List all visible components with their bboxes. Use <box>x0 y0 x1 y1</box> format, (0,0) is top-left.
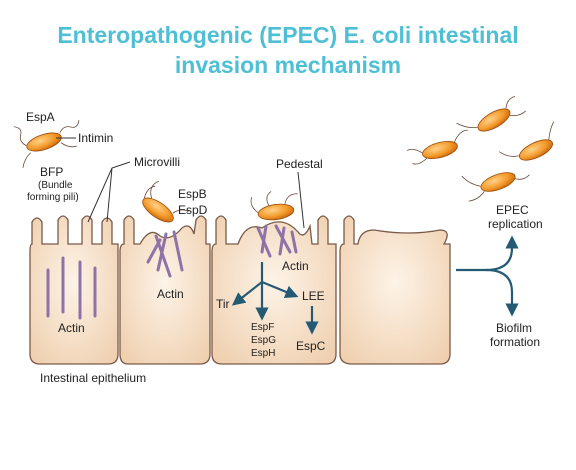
diagram-title: Enteropathogenic (EPEC) E. coli intestin… <box>0 20 576 80</box>
label-espb: EspB <box>178 187 207 201</box>
pedestal-leader <box>297 171 305 229</box>
process-arrows <box>231 235 519 335</box>
label-bfp-desc-2: forming pili) <box>27 192 79 203</box>
epec-bacterium-pedestal <box>250 191 298 221</box>
label-biofilm-1: Biofilm <box>496 321 532 335</box>
epithelial-cell-1 <box>29 215 119 365</box>
label-actin-cell-3: Actin <box>282 259 309 273</box>
arrow-to-lee <box>261 280 299 299</box>
label-biofilm-2: formation <box>490 335 540 349</box>
label-epec-replication-1: EPEC <box>496 203 529 217</box>
label-epec-replication-2: replication <box>488 217 543 231</box>
label-espd: EspD <box>178 203 208 217</box>
label-intestinal-epithelium: Intestinal epithelium <box>40 371 146 385</box>
label-intimin: Intimin <box>78 131 113 145</box>
actin-filaments-cell-1 <box>46 256 97 320</box>
label-tir: Tir <box>216 297 230 311</box>
microvilli-leader-1 <box>87 161 131 223</box>
epec-bacterium-attached-left <box>13 120 80 168</box>
epithelial-cell-2 <box>119 215 211 365</box>
arrow-to-replication <box>456 235 519 272</box>
label-bfp: BFP <box>40 165 63 179</box>
epithelial-cell-3 <box>211 215 337 365</box>
label-espf: EspF <box>251 322 274 333</box>
label-espa: EspA <box>26 110 55 124</box>
label-actin-cell-2: Actin <box>157 287 184 301</box>
leader-lines <box>56 137 305 229</box>
label-espg: EspG <box>251 335 276 346</box>
label-esph: EspH <box>251 348 275 359</box>
epec-bacterium-free-4 <box>461 172 530 202</box>
title-line-1: Enteropathogenic (EPEC) E. coli intestin… <box>57 22 519 48</box>
actin-filaments-cell-2 <box>146 230 184 278</box>
actin-filaments-cell-3 <box>256 224 298 258</box>
title-line-2: invasion mechanism <box>174 52 402 78</box>
label-espc: EspC <box>296 339 326 353</box>
label-pedestal: Pedestal <box>276 157 323 171</box>
arrow-to-biofilm <box>485 268 519 317</box>
label-lee: LEE <box>302 289 325 303</box>
label-microvilli: Microvilli <box>134 155 180 169</box>
epec-bacterium-attaching <box>142 180 189 223</box>
label-actin-cell-1: Actin <box>58 321 85 335</box>
epec-bacterium-free-3 <box>499 121 555 161</box>
epithelial-cell-4 <box>339 215 451 365</box>
microvilli-leader-2 <box>106 167 113 223</box>
epec-bacterium-free-2 <box>406 129 468 165</box>
label-bfp-desc-1: (Bundle <box>38 180 73 191</box>
epec-bacterium-free-1 <box>456 95 526 132</box>
